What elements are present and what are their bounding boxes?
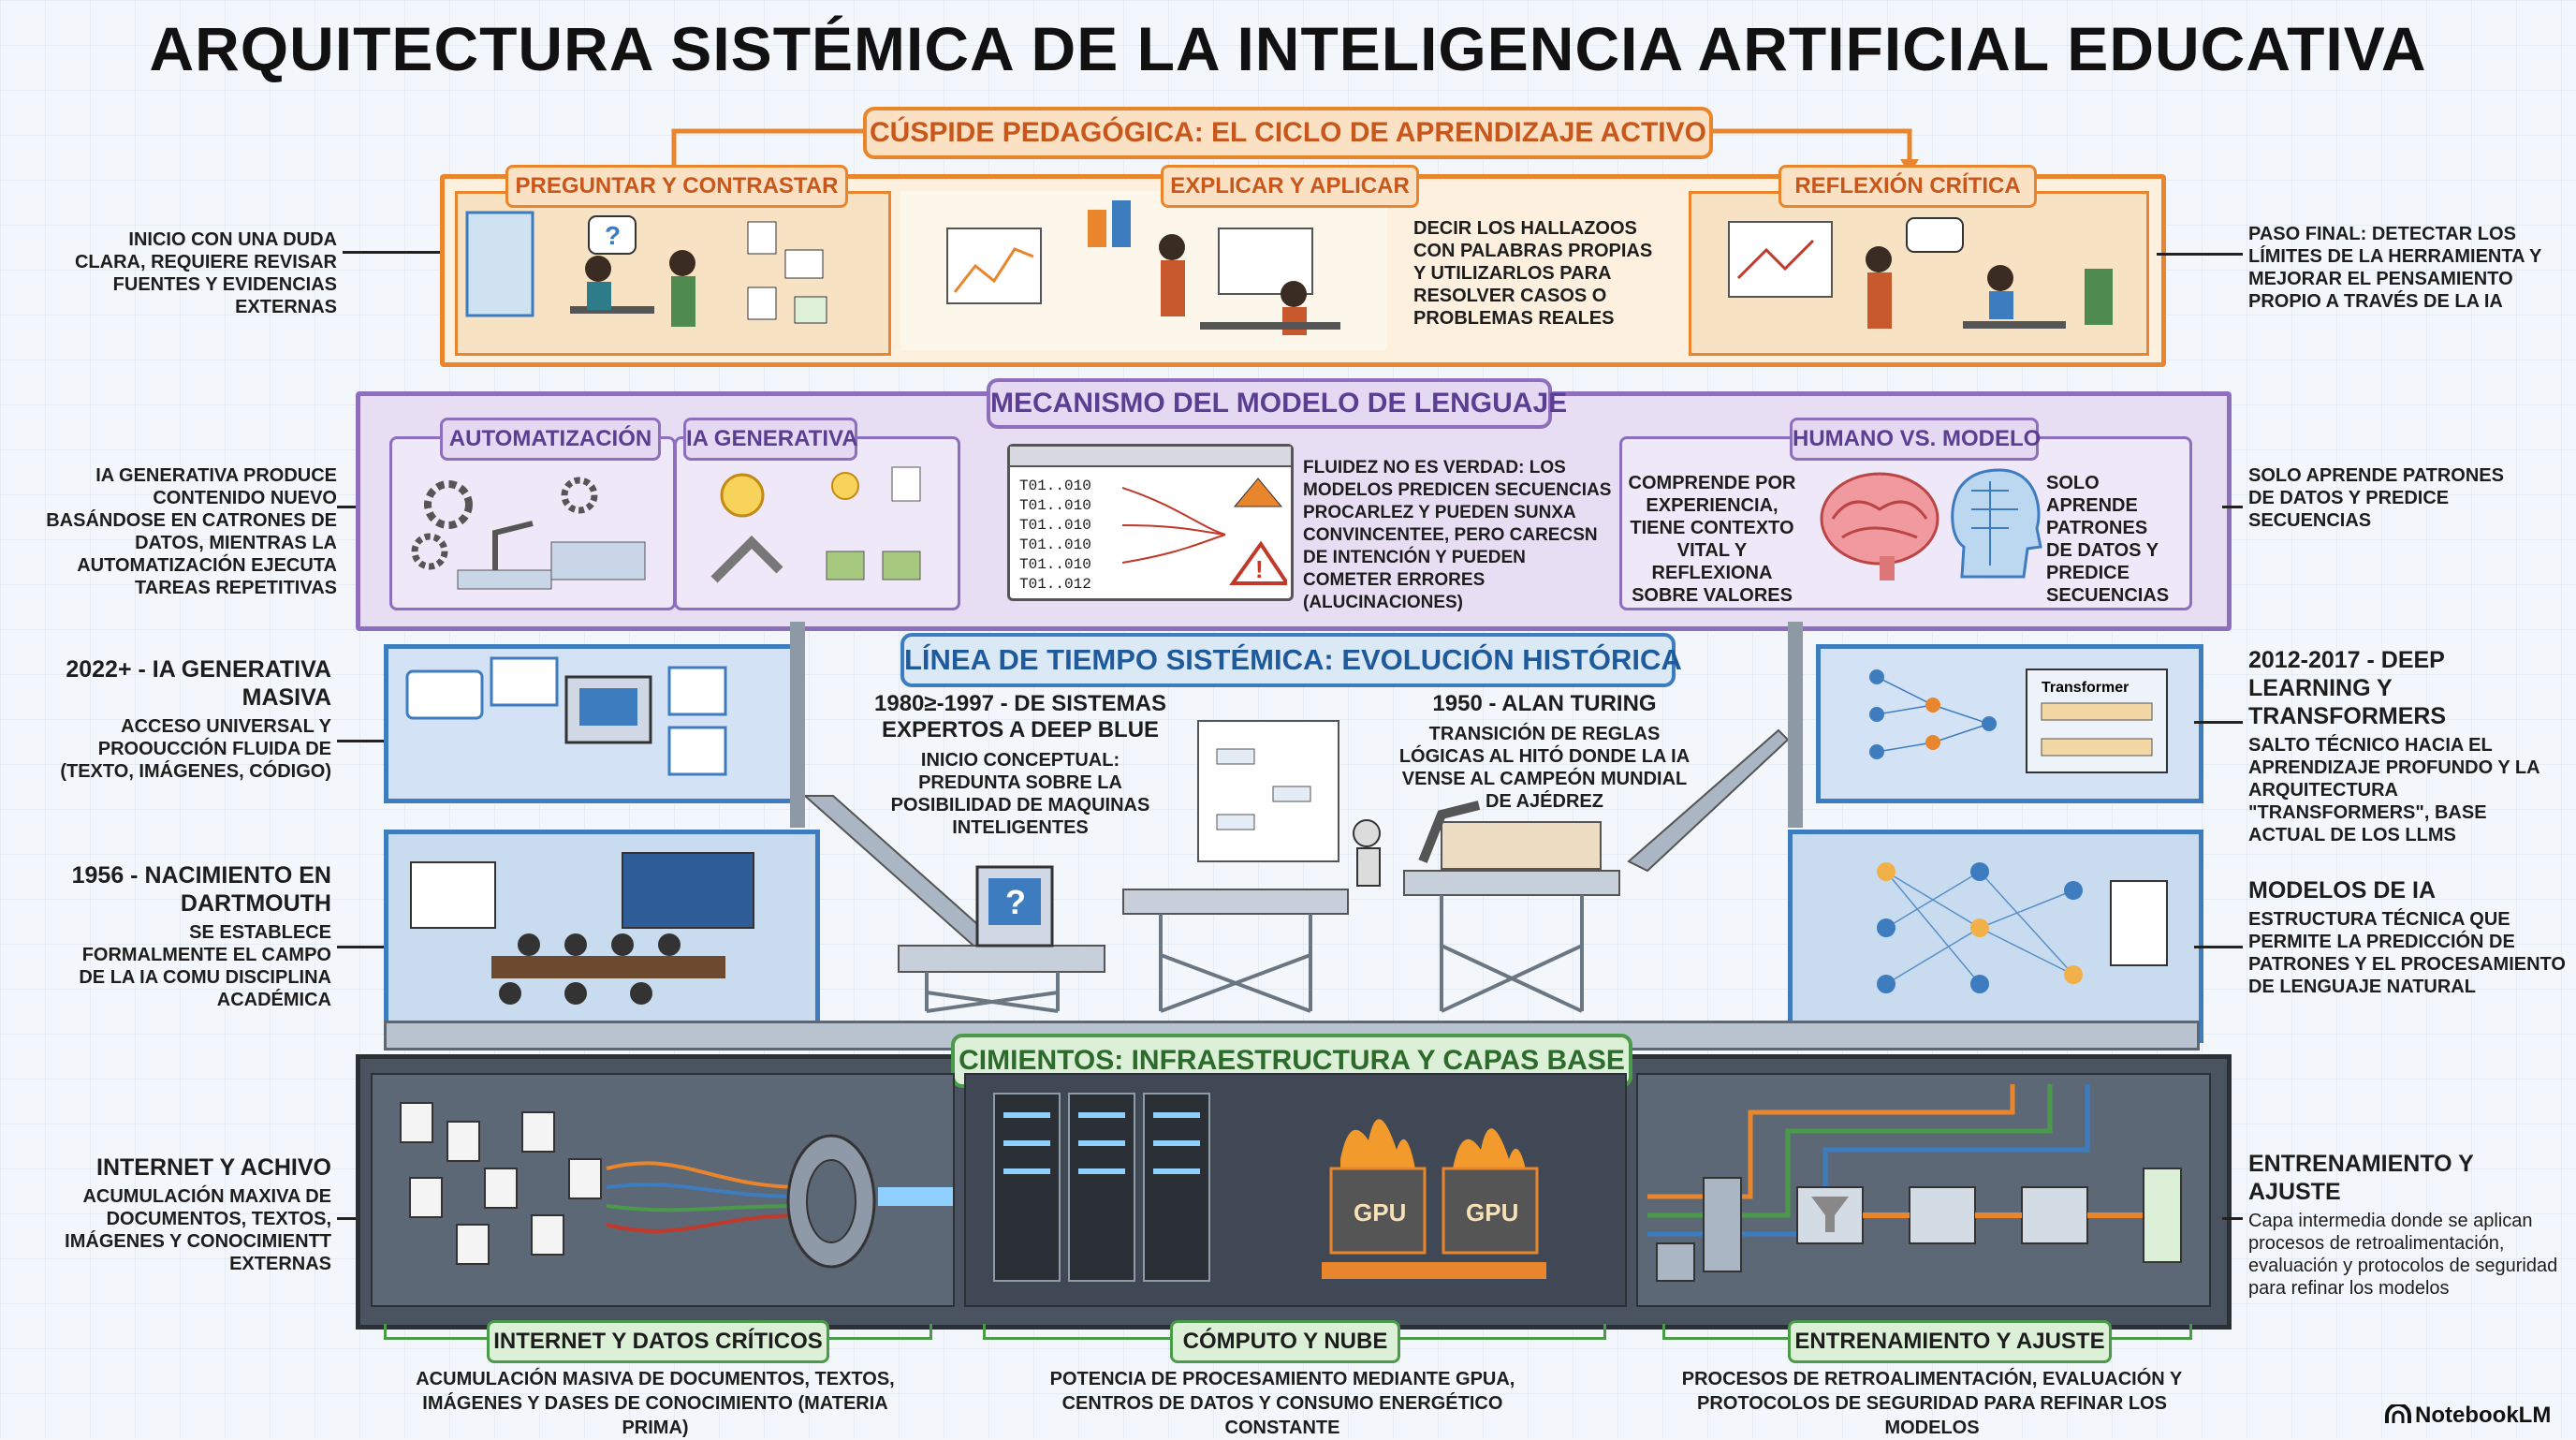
code-line: T01..012 [1019,576,1091,593]
note-2022: 2022+ - IA GENERATIVA MASIVA ACCESO UNIV… [56,655,331,783]
svg-text:?: ? [605,221,621,250]
tag-internet: INTERNET Y DATOS CRÍTICOS [487,1320,829,1363]
pedagogy-header: CÚSPIDE PEDAGÓGICA: EL CICLO DE APRENDIZ… [863,107,1713,159]
explain-text: DECIR LOS HALLAZOOS CON PALABRAS PROPIAS… [1413,218,1653,329]
pedagogy-right-note: PASO FINAL: DETECTAR LOS LÍMITES DE LA H… [2248,224,2541,312]
tag-ia-generativa: IA GENERATIVA [683,418,858,461]
mechanism-header: MECANISMO DEL MODELO DE LENGUAJE [987,378,1567,429]
human-text: COMPRENDE POR EXPERIENCIA, TIENE CONTEXT… [1628,473,1796,606]
tag-entrenamiento: ENTRENAMIENTO Y AJUSTE [1788,1320,2112,1363]
code-line: T01..010 [1019,536,1091,553]
code-line: T01..010 [1019,478,1091,494]
tower-right-bottom [1788,830,2203,1043]
classroom-scene-ask: ? [455,191,891,356]
leader-line [337,740,384,742]
note-2022-text: ACCESO UNIVERSAL Y PROOUCCIÓN FLUIDA DE … [60,716,331,782]
note-training-title: ENTRENAMIENTO Y AJUSTE [2248,1151,2474,1205]
leader-line [337,1217,356,1220]
tag-explicar: EXPLICAR Y APLICAR [1161,165,1419,208]
tag-humano-vs-modelo: HUMANO VS. MODELO [1790,418,2041,461]
svg-text:!: ! [1255,555,1264,583]
page-title: ARQUITECTURA SISTÉMICA DE LA INTELIGENCI… [149,14,2427,83]
timeline-header: LÍNEA DE TIEMPO SISTÉMICA: EVOLUCIÓN HIS… [900,633,1682,687]
fluency-text: FLUIDEZ NO ES VERDAD: LOS MODELOS PREDIC… [1303,458,1612,612]
note-2012-text: SALTO TÉCNICO HACIA EL APRENDIZAJE PROFU… [2248,735,2539,845]
note-training-text: Capa intermedia donde se aplican proceso… [2248,1211,2558,1299]
leader-line [337,506,356,508]
notebooklm-logo: NotebookLM [2385,1403,2572,1431]
model-text: SOLO APRENDE PATRONES DE DATOS Y PREDICE… [2046,473,2170,606]
pipe [1788,622,1803,828]
event-1950-title: 1950 - ALAN TURING [1432,691,1657,716]
tag-reflexion: REFLEXIÓN CRÍTICA [1778,165,2037,208]
footer-entrenamiento: PROCESOS DE RETROALIMENTACIÓN, EVALUACIÓ… [1681,1369,2183,1438]
training-room [1636,1073,2211,1307]
code-line: T01..010 [1019,517,1091,534]
note-1956-text: SE ESTABLECE FORMALMENTE EL CAMPO DE LA … [79,922,331,1010]
pipe [790,622,805,828]
footer-computo: POTENCIA DE PROCESAMIENTO MEDIANTE GPUa,… [1049,1369,1515,1438]
mechanism-left-note: IA GENERATIVA PRODUCE CONTENIDO NUEVO BA… [46,465,337,598]
compute-room: GPU GPU [964,1073,1627,1307]
data-room [371,1073,955,1307]
tower-left-bottom [384,830,820,1043]
branding-text: NotebookLM [2415,1403,2552,1428]
code-line: T01..010 [1019,497,1091,514]
mechanism-right-note: SOLO APRENDE PATRONES DE DATOS Y PREDICE… [2248,465,2504,531]
note-1956-title: 1956 - NACIMIENTO EN DARTMOUTH [71,862,331,917]
gpu-label: GPU [1466,1198,1518,1227]
event-1980-title: 1980≥-1997 - DE SISTEMAS EXPERTOS A DEEP… [874,691,1166,742]
note-training: ENTRENAMIENTO Y AJUSTE Capa intermedia d… [2248,1150,2567,1300]
automation-panel [389,436,676,610]
prediction-window: T01..010 T01..010 T01..010 T01..010 T01.… [1007,444,1294,601]
event-1950-text: TRANSICIÓN DE REGLAS LÓGICAS AL HITÓ DON… [1398,724,1690,812]
leader-line [2157,253,2243,256]
classroom-scene-reflect [1689,191,2149,356]
tag-computo: CÓMPUTO Y NUBE [1170,1320,1400,1363]
leader-line [343,251,440,254]
classroom-scene-explain [900,191,1387,350]
event-1980-text: INICIO CONCEPTUAL: PREDUNTA SOBRE LA POS… [890,750,1150,838]
notebooklm-icon [2385,1403,2411,1423]
note-models-title: MODELOS DE IA [2248,877,2437,904]
leader-line [337,946,384,948]
note-internet-text: ACUMULACIÓN MAXIVA DE DOCUMENTOS, TEXTOS… [65,1186,331,1274]
leader-line [2222,506,2243,508]
gpu-label: GPU [1354,1198,1406,1227]
tower-left-top [384,644,805,803]
note-internet-title: INTERNET Y ACHIVO [96,1154,331,1181]
leader-line [2194,721,2243,724]
note-2022-title: 2022+ - IA GENERATIVA MASIVA [66,656,331,711]
tower-right-top: Transformer [1816,644,2203,803]
note-2012-title: 2012-2017 - DEEP LEARNING Y TRANSFORMERS [2248,647,2447,729]
tag-automatizacion: AUTOMATIZACIÓN [440,418,661,461]
note-2012: 2012-2017 - DEEP LEARNING Y TRANSFORMERS… [2248,646,2567,846]
code-line: T01..010 [1019,556,1091,573]
generative-panel [674,436,960,610]
digital-head-icon [1951,468,2042,579]
transformer-label: Transformer [2042,680,2129,696]
note-models-text: ESTRUCTURA TÉCNICA QUE PERMITE LA PREDIC… [2248,909,2566,997]
leader-line [2222,1217,2243,1220]
leader-line [2194,946,2243,948]
note-internet: INTERNET Y ACHIVO ACUMULACIÓN MAXIVA DE … [56,1153,331,1275]
pedagogy-left-note: INICIO CON UNA DUDA CLARA, REQUIERE REVI… [74,229,337,317]
footer-internet: ACUMULACIÓN MASIVA DE DOCUMENTOS, TEXTOS… [416,1369,895,1438]
tag-preguntar: PREGUNTAR Y CONTRASTAR [505,165,848,208]
svg-text:?: ? [1005,883,1026,921]
brain-icon [1820,472,1939,580]
timeline-platforms: ? [805,720,1788,1013]
note-models: MODELOS DE IA ESTRUCTURA TÉCNICA QUE PER… [2248,876,2567,998]
note-1956: 1956 - NACIMIENTO EN DARTMOUTH SE ESTABL… [56,861,331,1011]
